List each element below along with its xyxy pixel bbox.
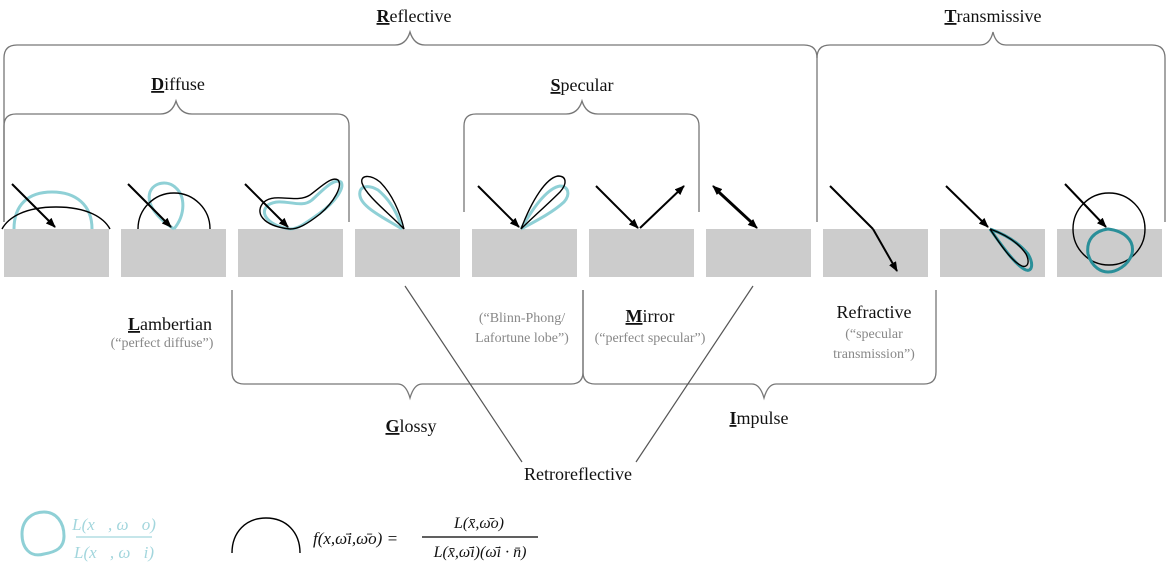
glossy-brace — [231, 290, 584, 401]
surface-1 — [4, 229, 109, 277]
retro-line-left — [404, 285, 523, 463]
refractive-sub1: (“specular — [845, 327, 903, 342]
legend-brdf-denominator: L(x̄,ω̄i)(ω̄i · n̄) — [433, 544, 527, 561]
panel-lambertian — [1, 183, 111, 230]
panel-blinn-phong — [477, 175, 570, 231]
transmissive-title: Transmissive — [944, 6, 1041, 26]
panel-mirror — [595, 185, 685, 229]
transmissive-brace — [816, 31, 1166, 222]
diffuse-title: Diffuse — [151, 74, 205, 94]
panel-diffuse-transmission — [1064, 183, 1146, 274]
retroreflective-title: Retroreflective — [524, 464, 632, 484]
legend-brdf-numerator: L(x̄,ω̄o) — [453, 515, 504, 532]
surface-8 — [823, 229, 928, 277]
blinn-phong-line2: Lafortune lobe”) — [475, 331, 569, 346]
retro-line-right — [635, 285, 754, 463]
diffuse-brace — [3, 98, 350, 222]
refractive-sub2: transmission”) — [833, 347, 915, 362]
surface-6 — [589, 229, 694, 277]
specular-brace — [463, 98, 700, 212]
reflective-brace — [3, 29, 818, 222]
refractive-label: Refractive — [837, 302, 912, 322]
surface-5 — [472, 229, 577, 277]
impulse-title: Impulse — [729, 408, 788, 428]
impulse-brace — [582, 290, 937, 401]
lambertian-label: Lambertian — [128, 314, 212, 334]
panel-retro-rays — [712, 185, 758, 229]
surface-blocks — [4, 229, 1162, 277]
surface-10 — [1057, 229, 1162, 277]
legend-black-lobe-icon — [231, 517, 301, 554]
surface-4 — [355, 229, 460, 277]
panel-refractive — [829, 185, 898, 272]
surface-2 — [121, 229, 226, 277]
glossy-title: Glossy — [385, 416, 436, 436]
panel-lambertian-brdf — [127, 181, 211, 231]
specular-title: Specular — [551, 75, 614, 95]
blinn-phong-line1: (“Blinn-Phong/ — [479, 311, 565, 326]
legend-radiance-ratio: L(x⃗, ω⃗o) L(x⃗, ω⃗i) — [20, 510, 156, 562]
mirror-sub: (“perfect specular”) — [595, 331, 706, 346]
mirror-label: Mirror — [626, 306, 675, 326]
surface-7 — [706, 229, 811, 277]
surface-3 — [238, 229, 343, 277]
panel-glossy-transmission — [945, 185, 1034, 272]
legend-cyan-numerator: L(x⃗, ω⃗o) — [71, 515, 156, 534]
legend-brdf-lhs: f(x,ω̄i,ω̄o) = — [313, 529, 398, 548]
legend-cyan-lobe-icon — [20, 510, 66, 557]
legend-cyan-denominator: L(x⃗, ω⃗i) — [73, 543, 154, 562]
panel-glossy-diffuse — [244, 178, 344, 231]
lambertian-sub: (“perfect diffuse”) — [111, 336, 214, 351]
reflective-title: Reflective — [377, 6, 452, 26]
legend-brdf: f(x,ω̄i,ω̄o) = L(x̄,ω̄o) L(x̄,ω̄i)(ω̄i ·… — [231, 515, 538, 561]
panel-retro-lobe — [358, 175, 405, 231]
